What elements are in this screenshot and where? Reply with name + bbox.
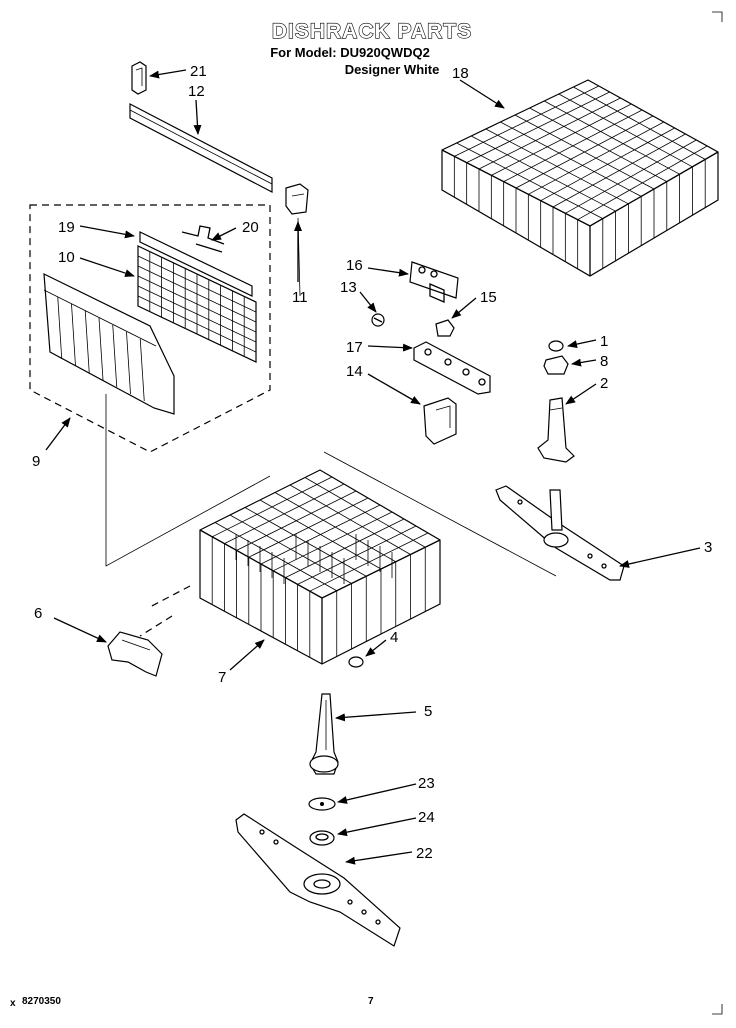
part-9-assembly-outline xyxy=(29,204,271,453)
callout-22: 22 xyxy=(416,845,433,862)
callout-24: 24 xyxy=(418,809,435,826)
part-18-upper-rack xyxy=(441,79,719,277)
part-22-spray-arm xyxy=(235,813,401,947)
part-8-cap xyxy=(543,355,569,375)
callout-4: 4 xyxy=(390,629,398,646)
corner-mark-top-right xyxy=(712,11,723,22)
part-3-spray-arm xyxy=(495,485,625,581)
part-9-panel xyxy=(43,272,175,415)
callout-1: 1 xyxy=(600,333,608,350)
callout-6: 6 xyxy=(34,605,42,622)
part-12-track xyxy=(129,103,273,193)
part-23-washer xyxy=(308,797,336,811)
part-5-tube xyxy=(309,693,339,775)
callout-18: 18 xyxy=(452,65,469,82)
callout-17: 17 xyxy=(346,339,363,356)
part-11-stop xyxy=(285,183,309,215)
callout-10: 10 xyxy=(58,249,75,266)
callout-3: 3 xyxy=(704,539,712,556)
part-15-fitting xyxy=(435,319,455,337)
part-17-arm xyxy=(413,341,491,395)
part-20-clip xyxy=(181,225,225,253)
callout-20: 20 xyxy=(242,219,259,236)
part-7-lower-rack xyxy=(199,469,441,665)
page-title: DISHRACK PARTS xyxy=(272,20,472,43)
part-4-wheel xyxy=(348,656,364,668)
part-2-tube xyxy=(537,397,575,463)
part-14-holder xyxy=(423,397,457,445)
callout-7: 7 xyxy=(218,669,226,686)
part-24-ring xyxy=(309,830,335,846)
callout-9: 9 xyxy=(32,453,40,470)
footer-code: 8270350 xyxy=(22,996,61,1007)
callout-19: 19 xyxy=(58,219,75,236)
callout-leaders xyxy=(45,69,701,865)
alignment-lines xyxy=(105,217,557,637)
page-number: 7 xyxy=(368,996,374,1007)
footer-mark: x xyxy=(10,998,16,1009)
callout-21: 21 xyxy=(190,63,207,80)
callout-12: 12 xyxy=(188,83,205,100)
part-1-nut xyxy=(548,340,564,352)
part-13-screw xyxy=(371,313,385,327)
model-line: For Model: DU920QWDQ2 xyxy=(270,45,430,60)
part-19-strip xyxy=(139,231,253,297)
callout-14: 14 xyxy=(346,363,363,380)
callout-8: 8 xyxy=(600,353,608,370)
callout-11: 11 xyxy=(292,289,308,306)
callout-23: 23 xyxy=(418,775,435,792)
part-6-adjuster xyxy=(107,631,163,677)
part-10-grill xyxy=(137,245,257,363)
callout-numbers: 21 12 18 19 20 10 16 13 15 11 17 1 8 14 … xyxy=(32,63,712,862)
color-line: Designer White xyxy=(345,62,440,77)
callout-16: 16 xyxy=(346,257,363,274)
corner-mark-bottom-right xyxy=(712,1004,723,1015)
part-16-bracket xyxy=(409,261,459,303)
callout-5: 5 xyxy=(424,703,432,720)
part-21-clip xyxy=(131,61,147,95)
callout-13: 13 xyxy=(340,279,357,296)
callout-2: 2 xyxy=(600,375,608,392)
callout-15: 15 xyxy=(480,289,497,306)
